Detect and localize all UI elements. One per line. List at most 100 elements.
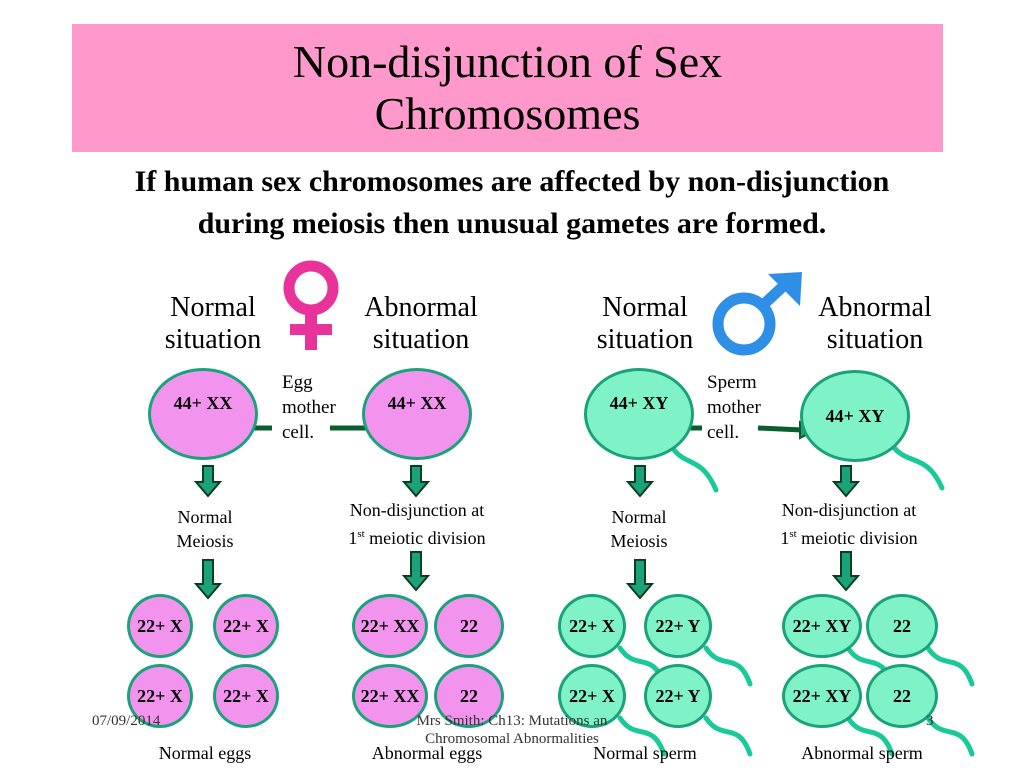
- note-rest: meiotic division: [796, 528, 918, 548]
- gamete-egg: 22+ X: [127, 594, 193, 658]
- pointer-arrows: [211, 418, 819, 440]
- gamete-egg: 22: [434, 594, 504, 658]
- cell-label: 22+ XY: [792, 615, 852, 636]
- sperm-tail: [925, 645, 975, 687]
- gamete-egg: 22+ XX: [352, 594, 428, 658]
- parent-cell-male-abnormal: 44+ XY: [800, 370, 910, 462]
- sperm-tail: [845, 715, 895, 757]
- cell-label: 44+ XX: [173, 392, 233, 413]
- subtitle-line-2: during meiosis then unusual gametes are …: [197, 207, 827, 240]
- note-line: Normal: [177, 507, 233, 527]
- gamete-sperm: 22: [866, 594, 938, 658]
- male-abnormal-process: Non-disjunction at 1st meiotic division: [752, 498, 946, 550]
- female-symbol-icon: [283, 260, 339, 350]
- gamete-sperm: 22+ X: [558, 594, 626, 658]
- cell-label: 22+ X: [223, 615, 269, 636]
- gamete-egg: 22+ XX: [352, 664, 428, 728]
- note-line: Non-disjunction at: [349, 500, 485, 520]
- gamete-egg: 22: [434, 664, 504, 728]
- down-arrow: [401, 465, 431, 498]
- heading-line: Normal: [602, 292, 688, 323]
- cell-label: 22: [460, 685, 478, 706]
- heading-line: Abnormal: [364, 292, 478, 323]
- heading-line: situation: [164, 324, 262, 355]
- heading-line: situation: [826, 324, 924, 355]
- note-line: Meiosis: [610, 531, 668, 551]
- cell-label: 22: [893, 685, 911, 706]
- sperm-mother-cell-label: Sperm mother cell.: [707, 370, 761, 445]
- cell-label: 22+ X: [137, 615, 183, 636]
- caption-normal-sperm: Normal sperm: [593, 743, 697, 763]
- male-normal-process: Normal Meiosis: [584, 505, 694, 553]
- cell-label: 22+ XY: [792, 685, 852, 706]
- gamete-egg: 22+ X: [127, 664, 193, 728]
- cell-label: 22+ X: [223, 685, 269, 706]
- title-line-1: Non-disjunction of Sex: [292, 36, 723, 87]
- note-line: 1st meiotic division: [752, 522, 946, 550]
- footer-line: Mrs Smith: Ch13: Mutations an: [416, 713, 608, 729]
- cell-label: 22+ XX: [360, 685, 420, 706]
- down-arrow: [193, 465, 223, 498]
- cell-label: 22+ Y: [655, 685, 701, 706]
- down-arrow: [831, 465, 861, 498]
- male-symbol-icon: [712, 272, 802, 356]
- ordinal-suffix: st: [357, 528, 365, 540]
- cell-label: 44+ XY: [825, 405, 885, 426]
- note-rest: meiotic division: [364, 528, 486, 548]
- down-arrow: [625, 559, 655, 600]
- gamete-sperm: 22+ Y: [644, 594, 712, 658]
- cell-label: 44+ XY: [609, 392, 669, 413]
- parent-cell-female-normal: 44+ XX: [148, 368, 258, 460]
- egg-mother-cell-label: Egg mother cell.: [282, 370, 336, 445]
- note-line: 1st meiotic division: [320, 522, 514, 550]
- title-line-2: Chromosomes: [374, 88, 641, 139]
- note-line: Non-disjunction at: [781, 500, 917, 520]
- male-abnormal-heading: Abnormal situation: [802, 292, 948, 356]
- label-line: cell.: [282, 422, 315, 443]
- title-banner: Non-disjunction of Sex Chromosomes: [72, 24, 943, 152]
- gamete-sperm: 22: [866, 664, 938, 728]
- heading-line: Normal: [170, 292, 256, 323]
- sperm-tail: [925, 715, 975, 757]
- caption-normal-eggs: Normal eggs: [158, 743, 252, 763]
- gamete-egg: 22+ X: [213, 594, 279, 658]
- label-line: cell.: [707, 422, 740, 443]
- ordinal-number: 1: [780, 528, 790, 548]
- cell-label: 22+ X: [569, 685, 615, 706]
- footer-date: 07/09/2014: [92, 713, 161, 729]
- gamete-egg: 22+ X: [213, 664, 279, 728]
- heading-line: situation: [372, 324, 470, 355]
- female-abnormal-heading: Abnormal situation: [348, 292, 494, 356]
- cell-label: 22+ X: [137, 685, 183, 706]
- male-normal-heading: Normal situation: [582, 292, 708, 356]
- female-normal-heading: Normal situation: [150, 292, 276, 356]
- label-line: Sperm: [707, 372, 757, 393]
- down-arrow: [401, 551, 431, 592]
- heading-line: situation: [596, 324, 694, 355]
- gamete-sperm: 22+ X: [558, 664, 626, 728]
- down-arrow: [831, 551, 861, 592]
- ordinal-suffix: st: [789, 528, 797, 540]
- note-line: Meiosis: [176, 531, 234, 551]
- label-line: Egg: [282, 372, 313, 393]
- note-line: Normal: [611, 507, 667, 527]
- subtitle-line-1: If human sex chromosomes are affected by…: [134, 165, 890, 198]
- cell-label: 22: [893, 615, 911, 636]
- parent-cell-female-abnormal: 44+ XX: [362, 368, 472, 460]
- footer-source: Mrs Smith: Ch13: Mutations an Chromosoma…: [372, 712, 652, 748]
- gamete-sperm: 22+ XY: [782, 594, 862, 658]
- down-arrows: [193, 465, 861, 600]
- gamete-sperm: 22+ XY: [782, 664, 862, 728]
- caption-abnormal-eggs: Abnormal eggs: [371, 743, 483, 763]
- down-arrow: [625, 465, 655, 498]
- sperm-tail: [617, 715, 667, 757]
- label-line: mother: [282, 397, 336, 418]
- cell-label: 22: [460, 615, 478, 636]
- footer-page-number: 3: [926, 713, 934, 729]
- parent-cell-male-normal: 44+ XY: [584, 368, 694, 460]
- female-normal-process: Normal Meiosis: [150, 505, 260, 553]
- cell-label: 22+ Y: [655, 615, 701, 636]
- heading-line: Abnormal: [818, 292, 932, 323]
- label-line: mother: [707, 397, 761, 418]
- gamete-sperm: 22+ Y: [644, 664, 712, 728]
